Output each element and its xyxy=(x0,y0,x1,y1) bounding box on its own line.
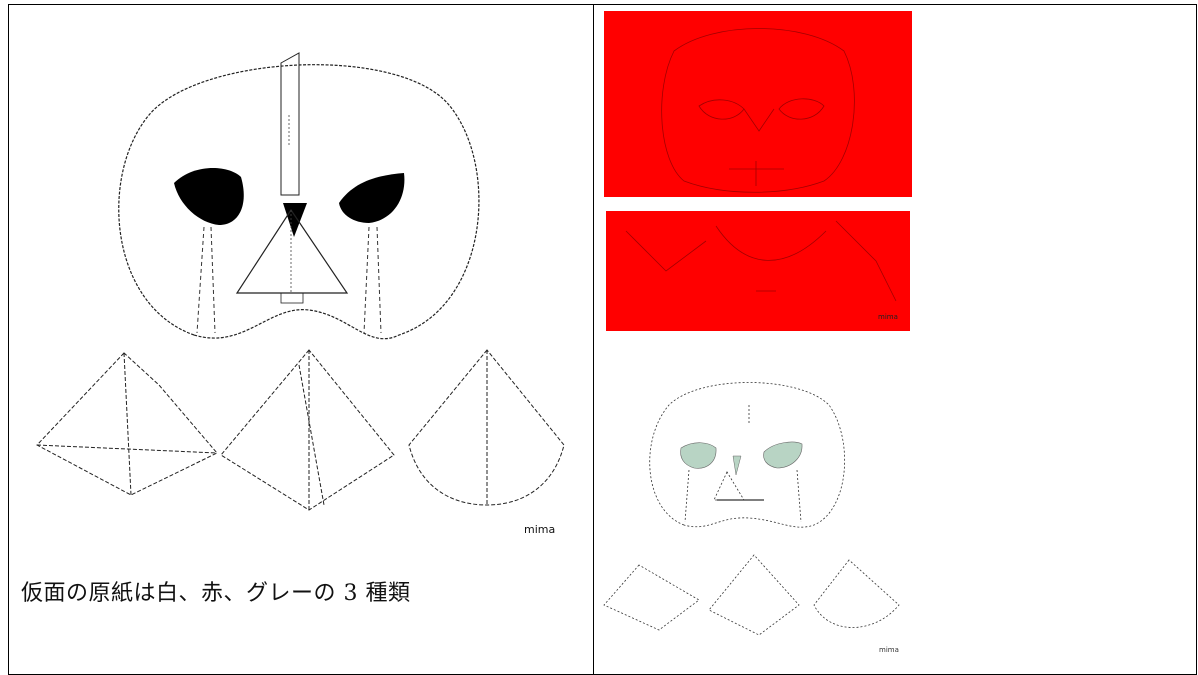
left-cell: mima 仮面の原紙は白、赤、グレーの 3 種類 xyxy=(8,4,594,675)
caption-text: 仮面の原紙は白、赤、グレーの 3 種類 xyxy=(21,581,411,606)
document-table: mima 仮面の原紙は白、赤、グレーの 3 種類 xyxy=(8,4,1197,675)
right-eye-shape xyxy=(339,173,405,223)
left-eye-shape xyxy=(680,442,717,469)
left-eye-shape xyxy=(174,167,244,225)
white-mask-template-image: mima xyxy=(36,52,565,536)
right-cell: mima mima xyxy=(593,4,1197,675)
mima-brand-text: mima xyxy=(879,646,899,654)
right-eye-shape xyxy=(763,441,803,469)
red-mask-template-bottom-image: mima xyxy=(606,211,910,331)
red-mask-template-top-image xyxy=(604,11,912,197)
gray-mask-template-image: mima xyxy=(603,382,900,654)
mima-brand-text: mima xyxy=(878,313,898,321)
mima-brand-text: mima xyxy=(524,523,555,536)
